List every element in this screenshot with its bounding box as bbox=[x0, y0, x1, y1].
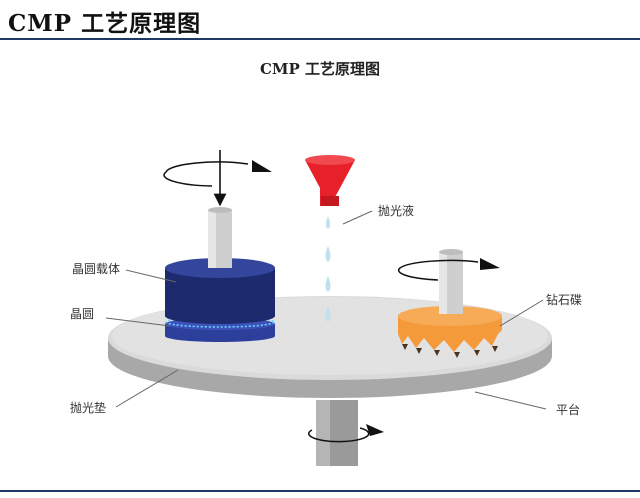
wafer-label: 晶圆 bbox=[70, 307, 94, 321]
slurry-nozzle bbox=[305, 155, 355, 206]
carrier-rotation-arrow bbox=[163, 150, 272, 207]
diamond-disk-label: 钻石碟 bbox=[546, 292, 582, 307]
disk-rotation-arrow bbox=[397, 258, 500, 281]
slurry-label: 抛光液 bbox=[378, 203, 414, 218]
slurry-drops bbox=[325, 216, 331, 322]
shaft-rotation-arrow bbox=[307, 424, 384, 443]
platen-shaft bbox=[316, 400, 358, 466]
wafer-carrier bbox=[165, 207, 275, 342]
diamond-disk bbox=[398, 249, 502, 358]
polishing-pad-label: 抛光垫 bbox=[70, 400, 106, 415]
wafer-carrier-label: 晶圆载体 bbox=[72, 262, 120, 276]
platen-label: 平台 bbox=[556, 402, 580, 417]
heading-divider bbox=[0, 38, 640, 40]
bottom-divider bbox=[0, 490, 640, 492]
leader-lines bbox=[105, 210, 547, 410]
page-title: CMP 工艺原理图 bbox=[8, 10, 202, 37]
figure-title: CMP 工艺原理图 bbox=[259, 60, 381, 78]
